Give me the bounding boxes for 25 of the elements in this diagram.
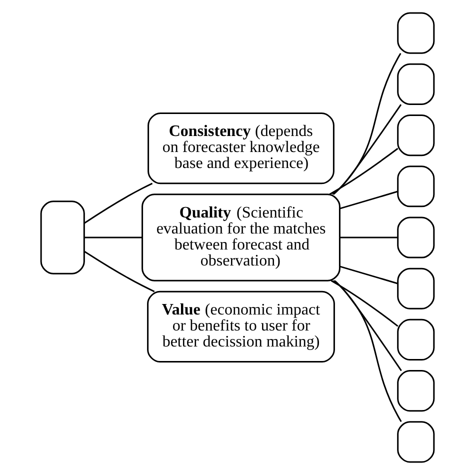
connector (328, 147, 398, 195)
connector (84, 250, 154, 292)
node-box: Consistency (depends on forecaster knowledge base and experience) (147, 112, 334, 184)
connector (330, 280, 398, 326)
node-box (396, 165, 434, 207)
node-box (396, 267, 434, 309)
connector (332, 104, 402, 194)
connector (332, 52, 401, 194)
node-box (40, 200, 84, 274)
node-box: Value (economic impact or benefits to user for better decission making) (146, 290, 334, 362)
node-box (396, 318, 434, 360)
connector (339, 265, 398, 284)
node-box (396, 62, 434, 104)
node-box (396, 420, 434, 462)
node-box (396, 216, 434, 258)
node-box (396, 114, 434, 156)
connector (339, 190, 398, 209)
node-box (396, 12, 434, 54)
connector (332, 280, 402, 371)
node-box: Quality (Scientific evaluation for the matches between forecast and observation) (141, 193, 340, 281)
connector (84, 182, 152, 224)
connector (334, 280, 402, 422)
connector (84, 236, 142, 238)
connector (339, 236, 398, 238)
node-box (396, 370, 434, 412)
